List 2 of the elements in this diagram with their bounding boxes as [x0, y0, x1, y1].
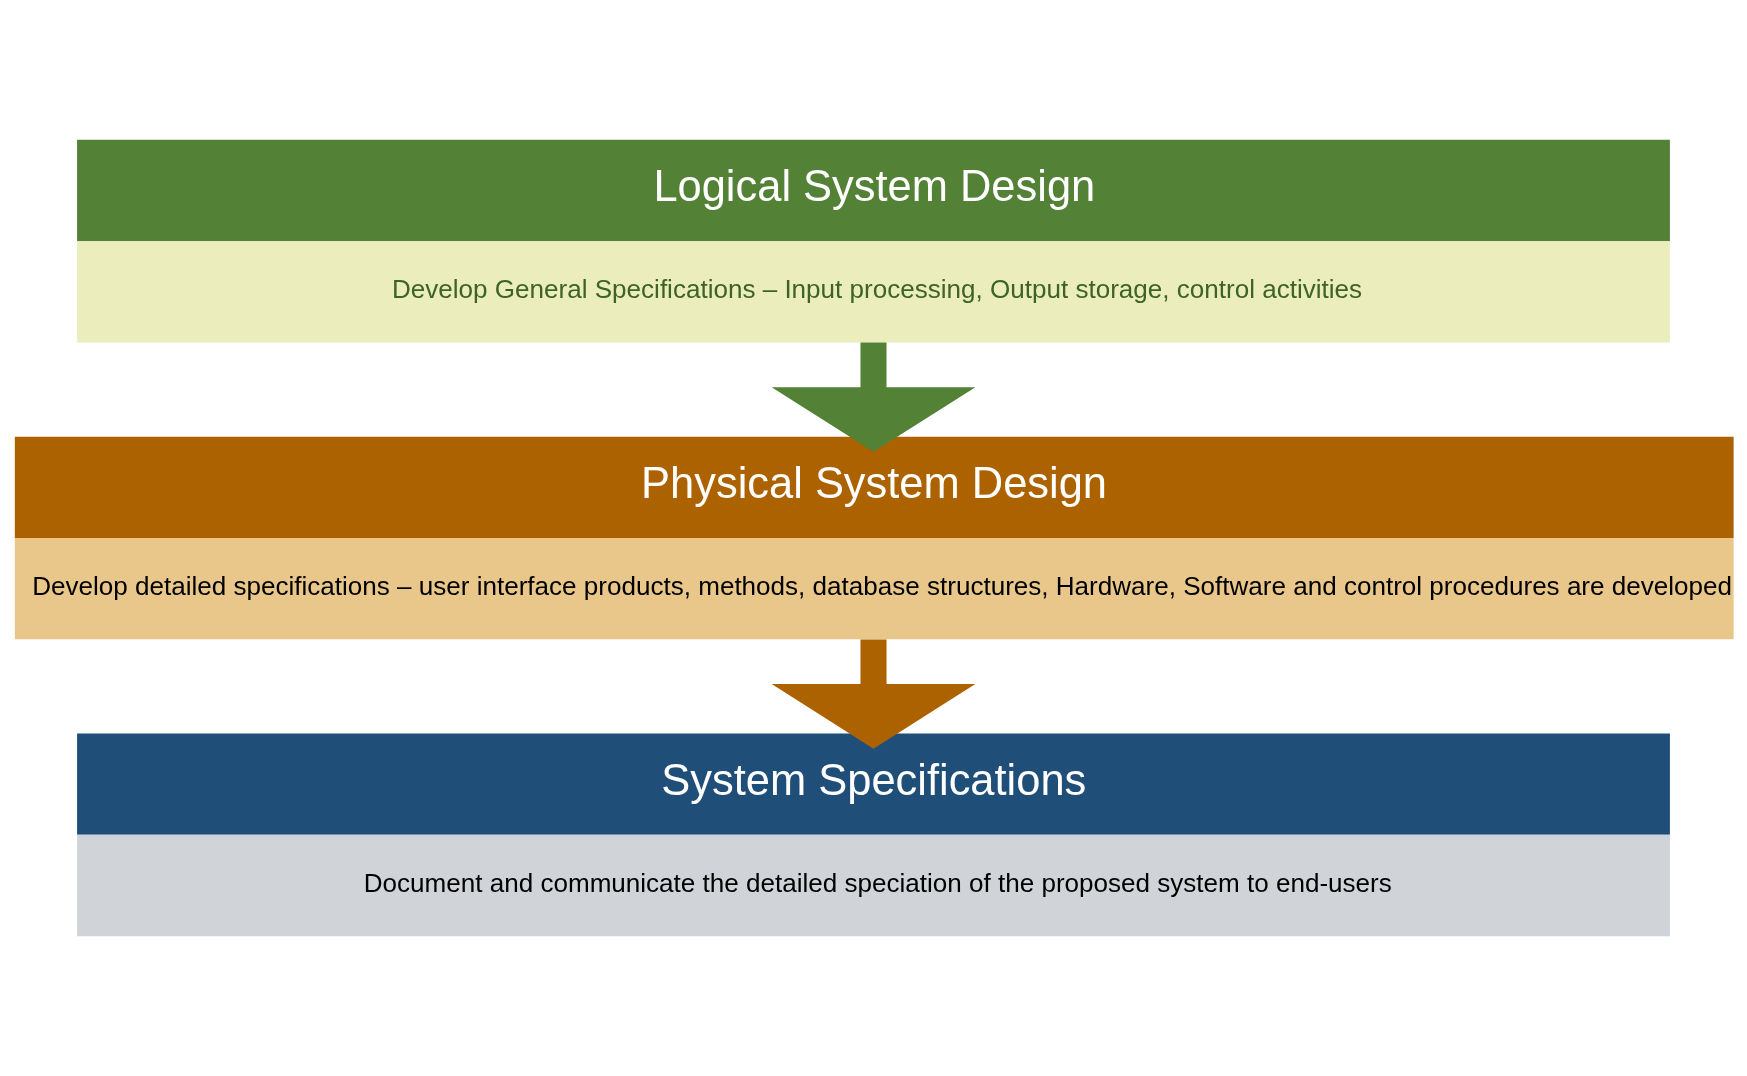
arrow: [771, 639, 976, 749]
arrow: [771, 342, 976, 452]
